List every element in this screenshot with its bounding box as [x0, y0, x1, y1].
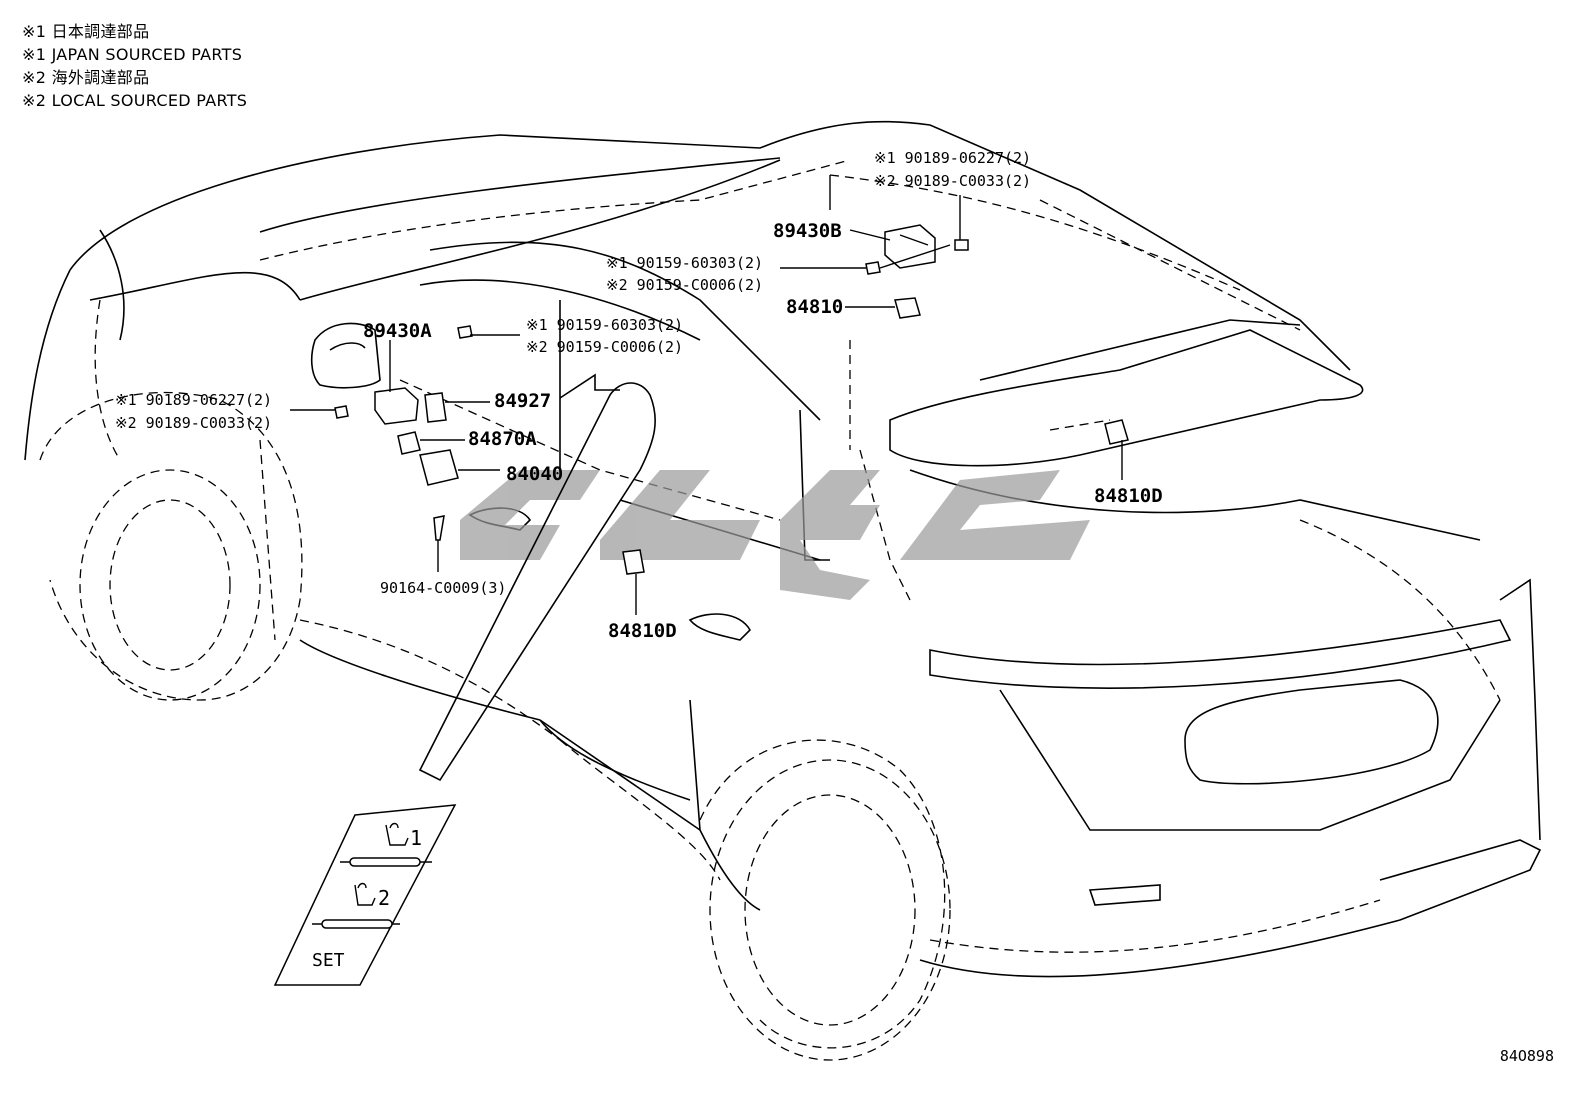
memory-button-2-label: 2 [378, 886, 390, 910]
note-line: ※1 JAPAN SOURCED PARTS [22, 45, 243, 64]
leader-lines [290, 175, 1123, 615]
label-89430A: 89430A [363, 320, 432, 342]
watermark [460, 470, 1090, 600]
callout-arrow [418, 373, 656, 782]
label-left-bolt-2: ※2 90189-C0033(2) [115, 414, 272, 432]
label-90164: 90164-C0009(3) [380, 579, 506, 597]
connector-icon [397, 431, 421, 455]
label-84870A: 84870A [468, 428, 537, 450]
bolt-icon [334, 405, 349, 419]
ecu-icon [884, 224, 936, 269]
note-line: ※2 LOCAL SOURCED PARTS [22, 91, 248, 110]
note-line: ※1 日本調達部品 [22, 22, 150, 41]
memory-switch-panel: 1 2 SET [273, 804, 457, 986]
screw-icon [457, 325, 473, 339]
seat-memory-icon [385, 822, 409, 846]
memory-button-1-bar [349, 857, 421, 867]
label-screw-a-1: ※1 90159-60303(2) [606, 254, 763, 272]
parts-group [334, 224, 1129, 575]
connector-icon [622, 549, 645, 575]
label-84040: 84040 [506, 463, 563, 485]
note-line: ※2 海外調達部品 [22, 68, 150, 87]
connector-icon [894, 297, 921, 319]
memory-button-1-label: 1 [410, 826, 422, 850]
connector-icon [1104, 419, 1129, 445]
set-button-label: SET [312, 950, 345, 971]
memory-button-2-bar [321, 919, 393, 929]
seat-memory-icon [354, 882, 376, 906]
bolt-icon [954, 239, 969, 251]
label-84927: 84927 [494, 390, 551, 412]
connector-icon [419, 449, 459, 486]
label-top-bolt-1: ※1 90189-06227(2) [874, 149, 1031, 167]
label-screw-a-2: ※2 90159-C0006(2) [606, 276, 763, 294]
vehicle-outline [24, 120, 1542, 1061]
label-top-bolt-2: ※2 90189-C0033(2) [874, 172, 1031, 190]
label-89430B: 89430B [773, 220, 842, 242]
screw-icon [865, 261, 881, 275]
label-84810D-rear: 84810D [1094, 485, 1163, 507]
label-screw-b-2: ※2 90159-C0006(2) [526, 338, 683, 356]
label-84810D-door: 84810D [608, 620, 677, 642]
connector-icon [424, 392, 447, 423]
label-screw-b-1: ※1 90159-60303(2) [526, 316, 683, 334]
screw-icon [433, 515, 445, 541]
label-left-bolt-1: ※1 90189-06227(2) [115, 391, 272, 409]
part-labels: ※1 90189-06227(2) ※2 90189-C0033(2) 8943… [115, 149, 1163, 642]
sourcing-notes: ※1 日本調達部品 ※1 JAPAN SOURCED PARTS ※2 海外調達… [22, 20, 247, 112]
label-84810: 84810 [786, 296, 843, 318]
drawing-id: 84O898 [1499, 1047, 1554, 1065]
ecu-icon [374, 387, 419, 425]
